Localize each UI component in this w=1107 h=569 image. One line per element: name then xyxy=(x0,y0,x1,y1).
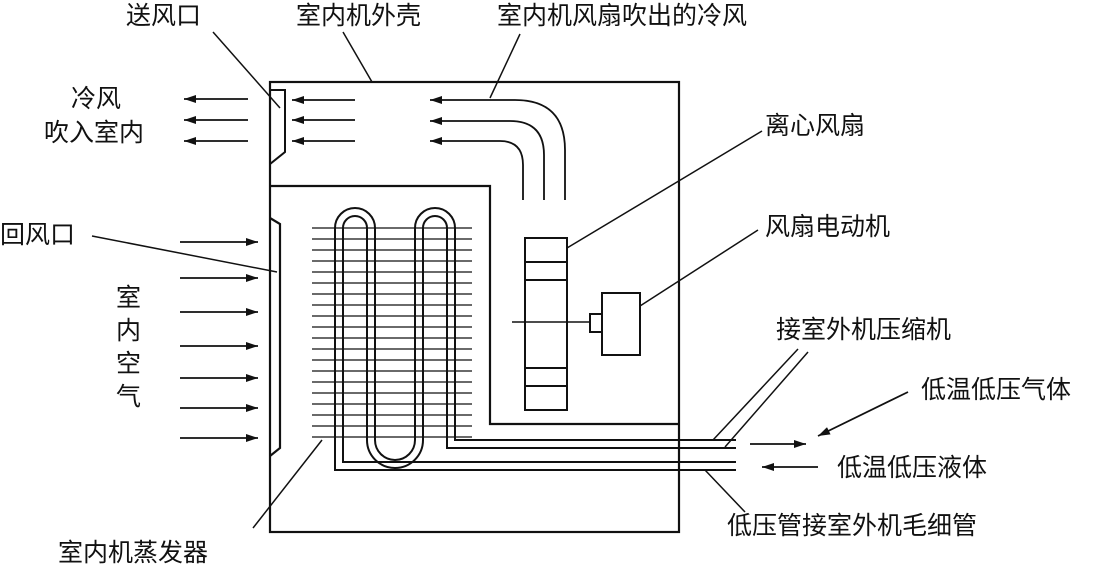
label-return-vent: 回风口 xyxy=(0,220,76,249)
evaporator-coil xyxy=(334,207,736,471)
room-air-char: 室 xyxy=(116,283,142,312)
return-vent xyxy=(269,217,282,457)
label-unit-casing: 室内机外壳 xyxy=(296,1,422,30)
label-low-temp-liquid: 低温低压液体 xyxy=(837,453,988,482)
inner-partition xyxy=(270,184,679,426)
room-air-in-arrows xyxy=(180,238,258,442)
label-centrifugal-fan: 离心风扇 xyxy=(765,111,866,140)
supply-vent xyxy=(269,89,286,167)
label-cold-air-line2: 吹入室内 xyxy=(44,118,145,147)
fan-outflow-arrows xyxy=(430,96,566,200)
gas-direction-arrow xyxy=(817,391,909,437)
room-air-char: 内 xyxy=(116,316,142,345)
cold-air-out-arrows xyxy=(184,95,248,145)
centrifugal-fan xyxy=(524,237,568,411)
label-fan-motor: 风扇电动机 xyxy=(765,212,891,241)
label-fan-cold-air: 室内机风扇吹出的冷风 xyxy=(497,1,748,30)
label-evaporator: 室内机蒸发器 xyxy=(58,538,209,567)
label-low-pressure-capillary: 低压管接室外机毛细管 xyxy=(727,511,978,540)
fan-motor xyxy=(589,292,641,356)
evaporator-fins xyxy=(312,227,472,438)
room-air-char: 气 xyxy=(116,382,142,411)
supply-air-arrows xyxy=(292,96,355,145)
leader-lines xyxy=(91,31,809,529)
label-to-compressor: 接室外机压缩机 xyxy=(776,315,952,344)
unit-casing xyxy=(268,80,681,534)
label-cold-air-line1: 冷风 xyxy=(71,84,122,113)
label-supply-vent: 送风口 xyxy=(126,1,202,30)
room-air-char: 空 xyxy=(116,349,142,378)
label-low-temp-gas: 低温低压气体 xyxy=(921,375,1072,404)
label-room-air: 室 内 空 气 xyxy=(116,285,141,417)
